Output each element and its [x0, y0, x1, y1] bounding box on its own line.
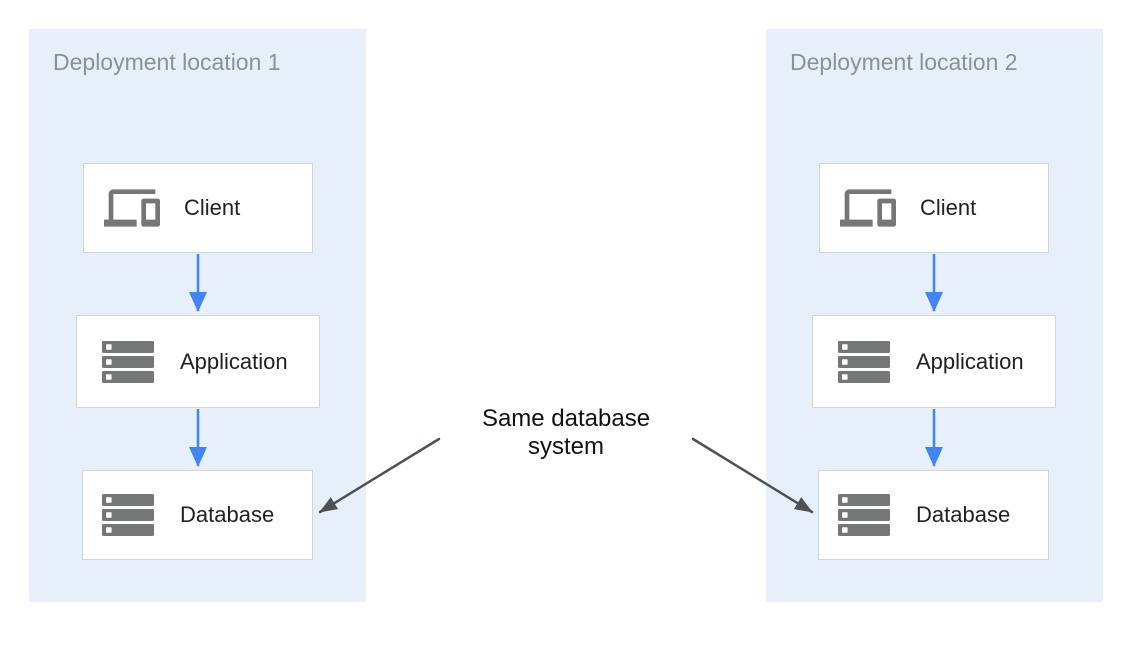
same-database-system-annotation: Same database system: [481, 405, 651, 460]
node-label: Application: [180, 348, 288, 374]
server-stack-icon: [102, 494, 154, 536]
server-stack-icon: [102, 340, 154, 383]
client-node-location-2: Client: [819, 163, 1049, 253]
database-node-location-2: Database: [818, 470, 1049, 560]
node-label: Database: [180, 502, 275, 527]
database-node-location-1: Database: [82, 470, 313, 560]
server-stack-icon: [838, 494, 890, 536]
devices-icon: [104, 185, 160, 231]
application-node-location-2: Application: [812, 315, 1056, 408]
node-label: Client: [184, 195, 241, 220]
panel-title: Deployment location 1: [53, 49, 281, 75]
client-node-location-1: Client: [83, 163, 313, 253]
node-label: Client: [920, 195, 977, 220]
panel-title: Deployment location 2: [790, 49, 1018, 75]
application-node-location-1: Application: [76, 315, 320, 408]
devices-icon: [840, 185, 896, 231]
node-label: Application: [916, 348, 1024, 374]
node-label: Database: [916, 502, 1011, 527]
server-stack-icon: [838, 340, 890, 383]
